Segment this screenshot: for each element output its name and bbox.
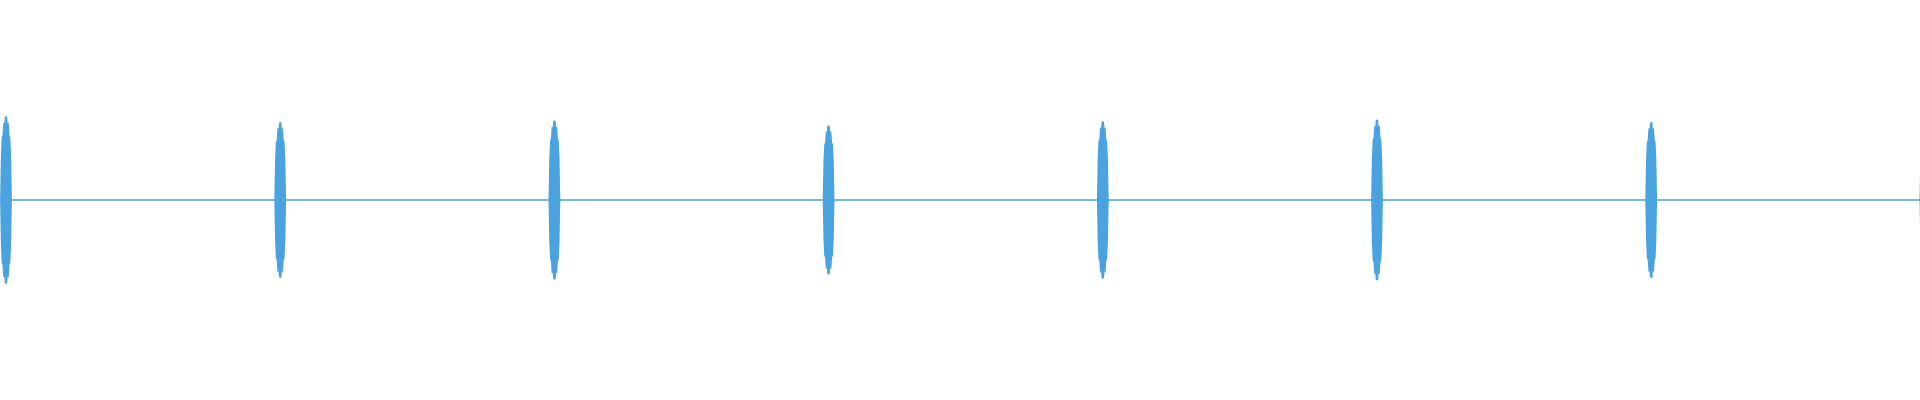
waveform-bursts	[0, 116, 1920, 284]
